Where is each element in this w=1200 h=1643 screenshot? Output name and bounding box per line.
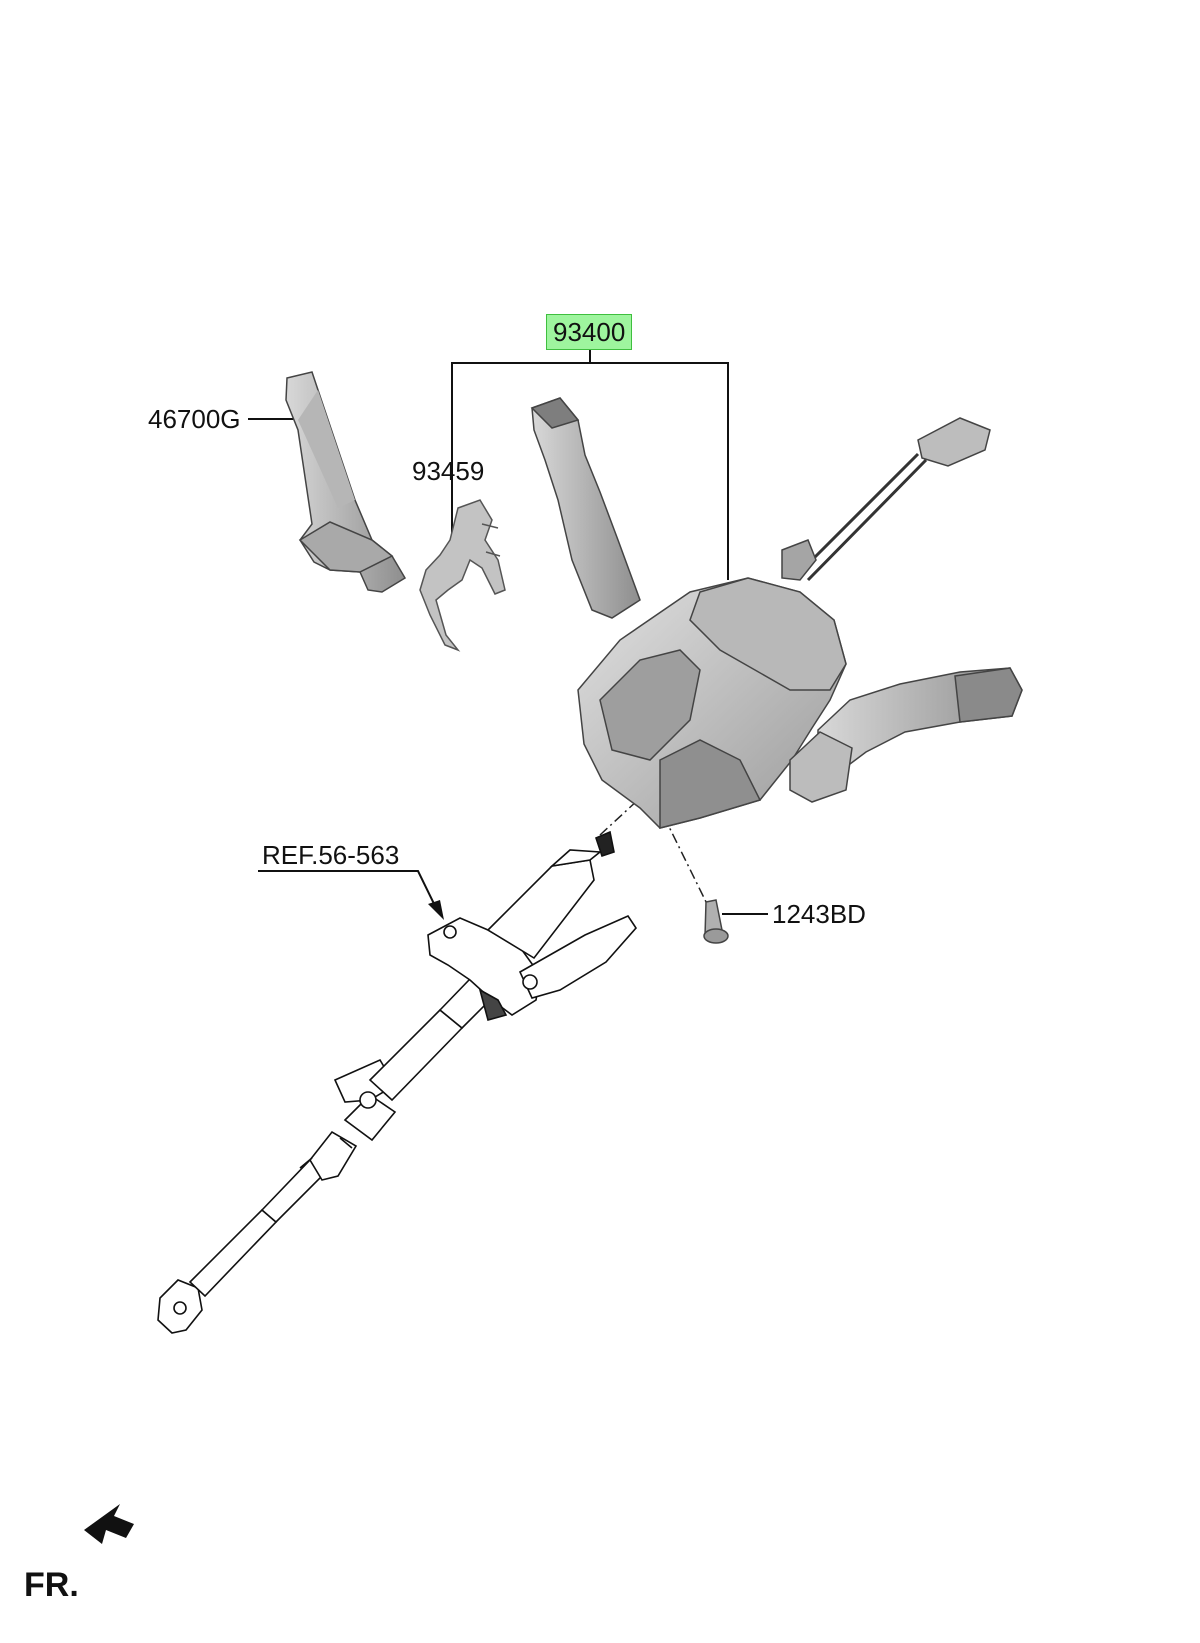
lever-cover-part	[285, 371, 407, 593]
reference-label[interactable]: REF.56-563	[262, 840, 400, 870]
bracket-part	[419, 499, 506, 652]
part-label-1243bd[interactable]: 1243BD	[772, 899, 866, 929]
part-label-93459[interactable]: 93459	[412, 456, 485, 486]
part-label-46700g[interactable]: 46700G	[148, 404, 241, 434]
screw-part	[703, 899, 729, 944]
leader-lines	[248, 348, 768, 915]
leader-ref	[258, 870, 439, 913]
ref-arrowhead	[428, 900, 444, 920]
front-direction-label: FR.	[24, 1566, 79, 1604]
part-label-93400[interactable]: 93400	[546, 314, 633, 350]
steering-column-part	[157, 830, 638, 1334]
front-arrow-icon	[84, 1504, 134, 1544]
switch-assembly-part	[530, 397, 1023, 829]
